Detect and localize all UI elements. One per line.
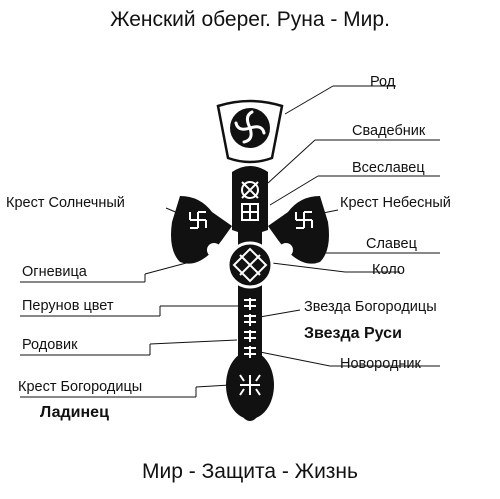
label-svadebnik: Свадебник [352,123,426,139]
diagram-title: Женский оберег. Руна - Мир. [110,8,390,31]
leader-lines [20,85,440,398]
krest-nebesny-symbol [295,211,313,229]
leader-rod [284,85,334,115]
vseslavets-symbol [241,203,259,221]
leader-svadebnik [267,139,316,184]
label-zvezda-rusi: Звезда Руси [304,325,402,342]
label-zvezda-bogoroditsy: Звезда Богородицы [304,299,437,315]
label-kolo: Коло [372,262,405,278]
label-slavets: Славец [366,236,417,252]
label-novorodnik: Новородник [340,356,421,372]
slavets-symbol [279,243,293,257]
label-ognevitsa: Огневица [22,264,87,280]
diagram-footer: Мир - Защита - Жизнь [142,460,358,483]
ognevitsa-symbol [207,243,221,257]
leader-rodovik [149,339,238,345]
rod-shield [216,99,284,164]
vertical-rune-stack [244,298,256,358]
label-ladinets: Ладинец [40,404,109,421]
leader-ognevitsa [144,261,191,275]
label-rodovik: Родовик [22,337,78,353]
leader-kolo [271,262,346,273]
cross-body [171,166,329,421]
leader-novorodnik [259,351,331,367]
cross-symbols [189,181,313,396]
krest-solnechny-symbol [189,211,207,229]
label-krest-nebesny: Крест Небесный [340,195,451,211]
leader-krest-bogoroditsy [195,384,231,388]
kolo-symbol [226,241,274,289]
ladinets-symbol [239,374,261,396]
label-perunov-tsvet: Перунов цвет [22,298,114,314]
label-krest-bogoroditsy: Крест Богородицы [18,379,143,395]
label-vseslavets: Всеславец [352,160,425,176]
svadebnik-symbol [241,181,259,199]
leader-vseslavets [269,175,319,206]
label-rod: Род [370,74,396,90]
label-krest-solnechny: Крест Солнечный [6,195,125,211]
